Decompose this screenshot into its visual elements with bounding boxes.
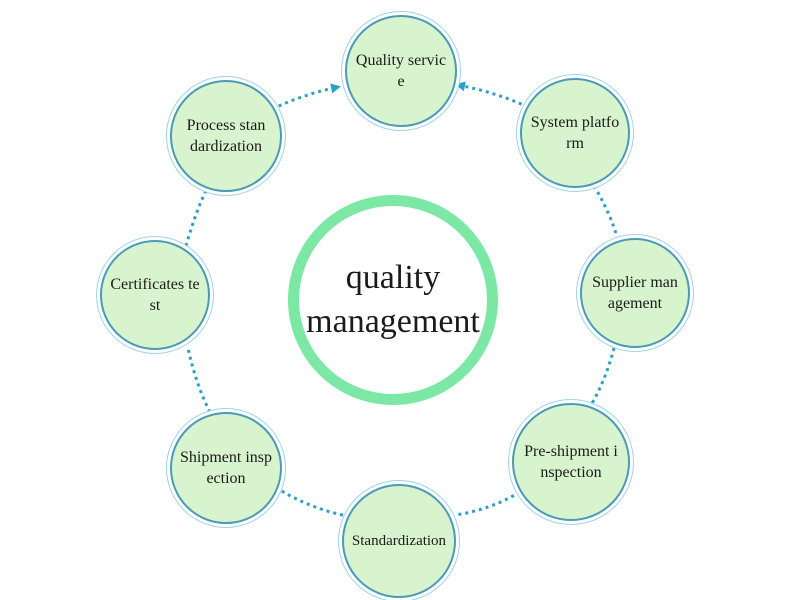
node-shipment-inspection: Shipment inspection [170, 412, 282, 524]
node-label: Supplier management [592, 274, 678, 312]
node-system-platform: System platform [520, 78, 630, 188]
node-label: Quality service [355, 52, 447, 90]
node-pre-shipment-inspection: Pre-shipment inspection [512, 403, 630, 521]
node-label: Shipment inspection [180, 449, 273, 487]
node-supplier-management: Supplier management [580, 238, 690, 348]
center-label: quality management [306, 259, 480, 340]
connector-preshipment-to-standardization [454, 490, 521, 517]
node-certificates-test: Certificates test [100, 240, 210, 350]
node-label: System platform [530, 114, 620, 152]
connector-process-to-quality-service [265, 83, 341, 114]
node-label: Pre-shipment inspection [524, 443, 618, 481]
node-label: Standardization [351, 532, 447, 549]
connector-system-to-quality-service [455, 81, 529, 109]
node-quality-service: Quality service [345, 15, 457, 127]
connector-shipment-to-certificates [186, 347, 212, 413]
connector-standardization-to-shipment [279, 488, 344, 517]
center-circle: quality management [288, 195, 498, 405]
connector-supplier-to-preshipment [586, 347, 616, 411]
node-standardization: Standardization [342, 484, 456, 598]
node-process-standardization: Process standardization [170, 80, 282, 192]
node-label: Certificates test [110, 276, 200, 314]
connector-system-to-supplier [592, 185, 620, 241]
connector-certificates-to-process [184, 181, 212, 247]
node-label: Process standardization [186, 117, 266, 155]
